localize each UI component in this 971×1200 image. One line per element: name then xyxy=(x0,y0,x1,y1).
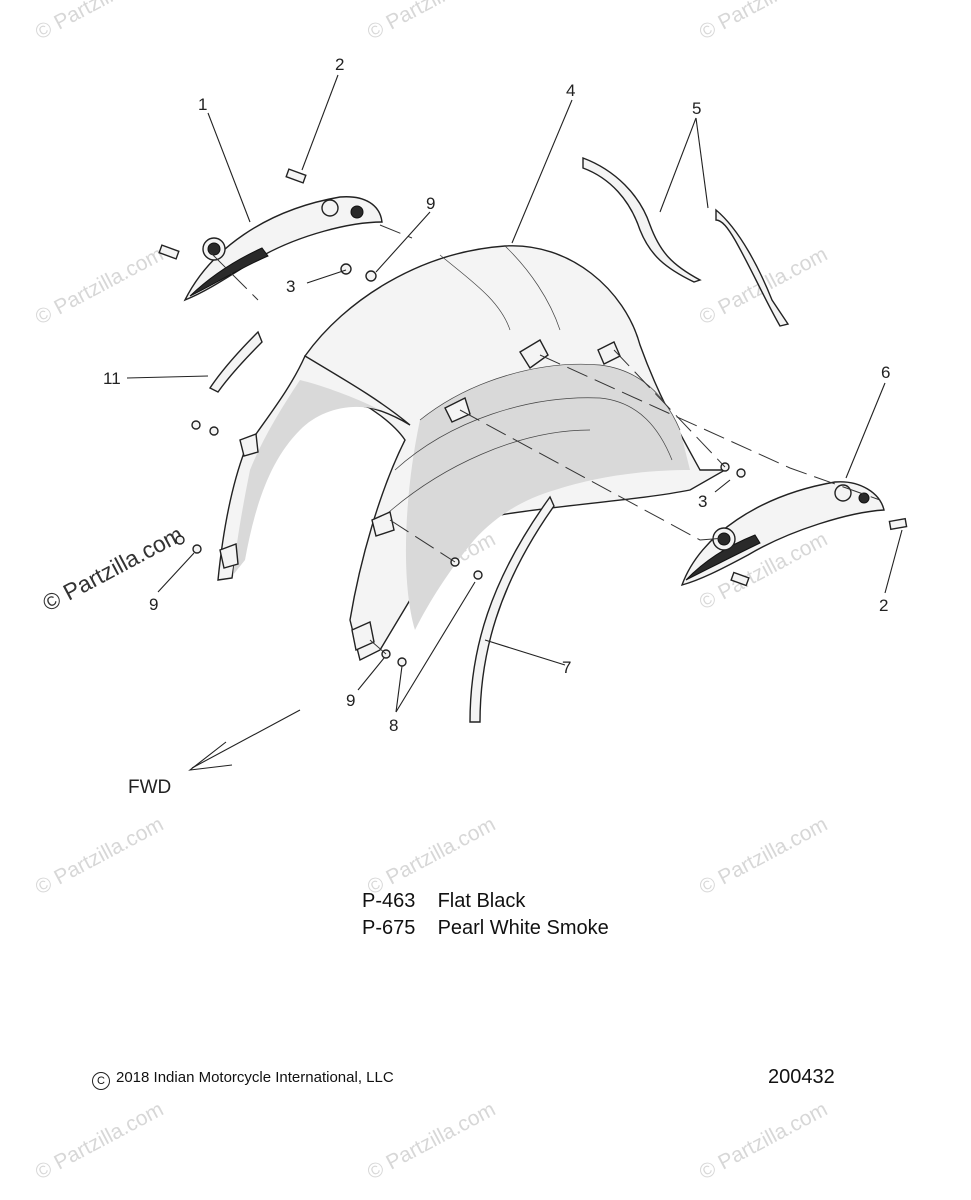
callout-label: 8 xyxy=(389,716,398,735)
copyright-notice: C 2018 Indian Motorcycle International, L… xyxy=(92,1069,394,1090)
callout-label: 9 xyxy=(346,691,355,710)
paint-code-list: P-463 Flat Black P-675 Pearl White Smoke xyxy=(362,888,609,942)
forward-arrow: FWD xyxy=(128,709,301,798)
copyright-icon: C xyxy=(92,1072,110,1090)
watermark: © Partzilla.com xyxy=(696,1098,832,1185)
callout-label: 3 xyxy=(698,492,707,511)
watermark: © Partzilla.com xyxy=(696,813,832,900)
paint-code-row: P-675 Pearl White Smoke xyxy=(362,915,609,942)
watermark: © Partzilla.com xyxy=(32,0,168,44)
diagram-id: 200432 xyxy=(768,1066,835,1088)
callout-label: 5 xyxy=(692,99,701,118)
left-rear-trim xyxy=(183,196,383,302)
callout-label: 3 xyxy=(286,277,295,296)
small-trim xyxy=(208,330,263,393)
watermark: © Partzilla.com xyxy=(364,0,500,44)
watermark-prominent: © Partzilla.com xyxy=(38,521,187,617)
callout-label: 4 xyxy=(566,81,575,100)
callout-label: 9 xyxy=(426,194,435,213)
watermark: © Partzilla.com xyxy=(364,1098,500,1185)
rear-fender xyxy=(217,245,728,662)
right-rear-trim xyxy=(680,481,885,587)
callout-label: 1 xyxy=(198,95,207,114)
paint-code: P-675 xyxy=(362,917,416,939)
paint-code: P-463 xyxy=(362,890,416,912)
callout-label: 9 xyxy=(149,595,158,614)
trim-strips xyxy=(582,156,790,327)
callout-label: 11 xyxy=(103,369,121,388)
callout-label: 2 xyxy=(335,55,344,74)
callout-leaders xyxy=(126,74,903,713)
callout-labels: 1 2 2 3 3 4 5 6 7 8 9 9 9 11 xyxy=(103,55,890,735)
copyright-text: 2018 Indian Motorcycle International, LL… xyxy=(116,1069,394,1086)
callout-label: 7 xyxy=(562,658,571,677)
hardware xyxy=(158,168,908,667)
paint-code-row: P-463 Flat Black xyxy=(362,888,609,915)
watermark: © Partzilla.com xyxy=(696,0,832,44)
assembly-lines xyxy=(209,224,881,655)
watermark: © Partzilla.com xyxy=(32,243,168,330)
paint-name: Pearl White Smoke xyxy=(437,917,609,939)
callout-label: 6 xyxy=(881,363,890,382)
watermark: © Partzilla.com xyxy=(364,813,500,900)
watermark: © Partzilla.com xyxy=(32,813,168,900)
lower-edge-trim xyxy=(469,495,555,723)
forward-label: FWD xyxy=(128,777,171,798)
watermark: © Partzilla.com xyxy=(32,1098,168,1185)
callout-label: 2 xyxy=(879,596,888,615)
paint-name: Flat Black xyxy=(437,890,526,912)
